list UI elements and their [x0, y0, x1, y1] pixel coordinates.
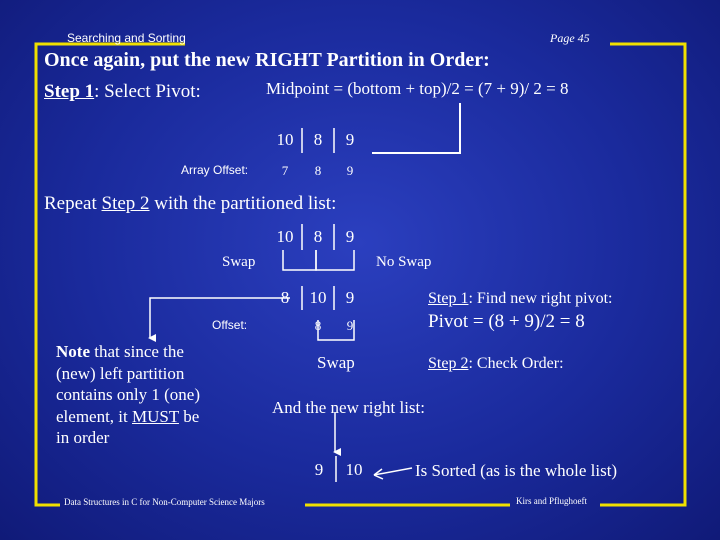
new-pivot: Pivot = (8 + 9)/2 = 8: [428, 311, 585, 332]
note-arrow: [148, 297, 290, 342]
swap-bracket-2: [317, 320, 355, 341]
page-number: Page 45: [550, 31, 590, 45]
header-title: Searching and Sorting: [67, 31, 186, 45]
array3-offset: 9: [346, 318, 354, 333]
footer-authors: Kirs and Pflughoeft: [516, 496, 587, 506]
array1-cell: 10: [276, 130, 294, 149]
array3-cell: 9: [345, 288, 355, 307]
array1-offset: 7: [281, 163, 289, 178]
repeat-line: Repeat Step 2 with the partitioned list:: [44, 193, 336, 215]
sorted-text: Is Sorted (as is the whole list): [415, 461, 618, 480]
array1-dividers: [301, 128, 335, 153]
find-pivot-line: Step 1: Find new right pivot:: [428, 290, 612, 308]
midpoint-formula: Midpoint = (bottom + top)/2 = (7 + 9)/ 2…: [266, 79, 569, 98]
array1-cell: 9: [345, 130, 355, 149]
array3-dividers: [301, 286, 335, 310]
note-must: MUST: [132, 406, 179, 426]
final-cell: 9: [314, 460, 324, 479]
step2-label: Step 2: [101, 193, 150, 214]
step1-line: Step 1: Select Pivot:: [44, 81, 201, 103]
swap-label-2: Swap: [317, 353, 355, 372]
note-text: be: [178, 406, 200, 426]
note-text: element, it: [56, 406, 133, 426]
sorted-arrow: [373, 467, 413, 480]
offset-label: Offset:: [212, 318, 248, 332]
array3-cell: 10: [309, 288, 327, 307]
step1-label: Step 1: [44, 81, 95, 102]
array-offset-label: Array Offset:: [181, 163, 249, 177]
array2-cell: 8: [313, 227, 323, 246]
array3-cell: 8: [280, 288, 290, 307]
right-step2-text: : Check Order:: [468, 355, 564, 372]
right-step2-label: Step 2: [428, 355, 469, 372]
array3-offset: 8: [314, 318, 322, 333]
array1-offset: 8: [314, 163, 322, 178]
slide-title: Once again, put the new RIGHT Partition …: [44, 49, 490, 71]
note-block: Note that since the (new) left partition…: [56, 341, 200, 449]
array1-offset: 9: [346, 163, 354, 178]
note-line-3: contains only 1 (one): [56, 385, 200, 404]
note-text: that since the: [89, 342, 184, 361]
note-line-4: element, it MUST be: [56, 406, 200, 428]
note-bold: Note: [56, 342, 90, 361]
footer-course: Data Structures in C for Non-Computer Sc…: [64, 497, 265, 507]
repeat-pre: Repeat: [44, 193, 102, 214]
array1-cell: 8: [313, 130, 323, 149]
array2-cell: 9: [345, 227, 355, 246]
new-right-list-text: And the new right list:: [272, 398, 425, 417]
swap-label: Swap: [222, 254, 256, 270]
no-swap-label: No Swap: [376, 254, 432, 270]
check-order-line: Step 2: Check Order:: [428, 355, 564, 373]
note-line-5: in order: [56, 428, 110, 447]
note-line-2: (new) left partition: [56, 363, 185, 383]
step1-text: : Select Pivot:: [94, 81, 201, 102]
midpoint-arrow: [372, 103, 461, 154]
final-cell: 10: [345, 460, 363, 479]
right-step1-text: : Find new right pivot:: [468, 290, 613, 307]
array2-dividers: [301, 224, 335, 250]
slide-frame: [34, 42, 687, 507]
note-line-1: Note that since the: [56, 341, 200, 363]
array2-cell: 10: [276, 227, 294, 246]
repeat-post: with the partitioned list:: [149, 193, 337, 214]
right-step1-label: Step 1: [428, 290, 469, 307]
swap-brackets: [282, 250, 355, 271]
